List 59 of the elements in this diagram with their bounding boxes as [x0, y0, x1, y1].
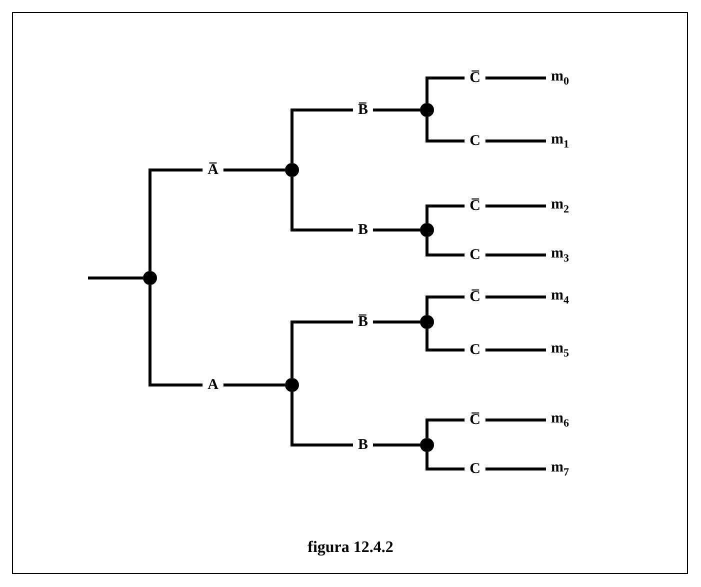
branch-label: B: [358, 436, 368, 454]
tree-branch-line: [373, 444, 420, 446]
branch-label: m$_{7}$: [551, 458, 569, 480]
branch-label: A̅: [208, 161, 218, 179]
branch-label: A: [208, 376, 218, 394]
tree-branch-line: [88, 276, 143, 280]
branch-label: B̅: [358, 101, 368, 119]
tree-branch-line: [290, 108, 353, 163]
tree-branch-line: [485, 254, 546, 256]
branch-label: C̅: [470, 69, 480, 87]
tree-branch-line: [485, 140, 546, 142]
branch-label: m$_{6}$: [551, 409, 569, 431]
tree-branch-line: [148, 168, 203, 271]
branch-label: B: [358, 221, 368, 239]
junction-dot: [285, 378, 299, 392]
branch-label: m$_{4}$: [551, 286, 569, 308]
figure-caption: figura 12.4.2: [308, 539, 394, 557]
branch-label: C: [470, 246, 480, 264]
tree-branch-line: [426, 237, 465, 256]
junction-dot: [143, 271, 157, 285]
tree-branch-line: [290, 320, 353, 378]
tree-branch-line: [426, 117, 465, 142]
branch-label: C̅: [470, 288, 480, 306]
junction-dot: [420, 103, 434, 117]
tree-branch-line: [223, 384, 285, 386]
tree-branch-line: [373, 320, 420, 324]
branch-label: m$_{1}$: [551, 130, 569, 152]
tree-branch-line: [426, 204, 465, 223]
tree-branch-line: [426, 329, 465, 352]
branch-label: C̅: [470, 197, 480, 215]
branch-label: m$_{3}$: [551, 244, 569, 266]
branch-label: C: [470, 460, 480, 478]
tree-branch-line: [485, 348, 546, 352]
tree-branch-line: [290, 177, 353, 232]
tree-branch-line: [373, 228, 420, 232]
tree-branch-line: [485, 204, 546, 208]
junction-dot: [420, 315, 434, 329]
tree-branch-line: [290, 392, 353, 446]
tree-branch-line: [485, 296, 546, 298]
tree-branch-line: [426, 296, 465, 315]
branch-label: m$_{5}$: [551, 339, 569, 361]
tree-branch-line: [426, 76, 465, 103]
tree-branch-line: [485, 468, 546, 470]
branch-label: B̅: [358, 313, 368, 331]
tree-branch-line: [485, 76, 546, 80]
tree-branch-line: [426, 452, 465, 470]
tree-branch-line: [373, 108, 420, 112]
branch-label: C̅: [470, 411, 480, 429]
tree-branch-line: [485, 418, 546, 422]
branch-label: m$_{0}$: [551, 67, 569, 89]
junction-dot: [285, 163, 299, 177]
tree-branch-line: [223, 168, 285, 172]
branch-label: C: [470, 341, 480, 359]
junction-dot: [420, 223, 434, 237]
junction-dot: [420, 438, 434, 452]
branch-label: C: [470, 132, 480, 150]
branch-label: m$_{2}$: [551, 195, 569, 217]
tree-branch-line: [426, 418, 465, 438]
tree-branch-line: [148, 285, 203, 386]
